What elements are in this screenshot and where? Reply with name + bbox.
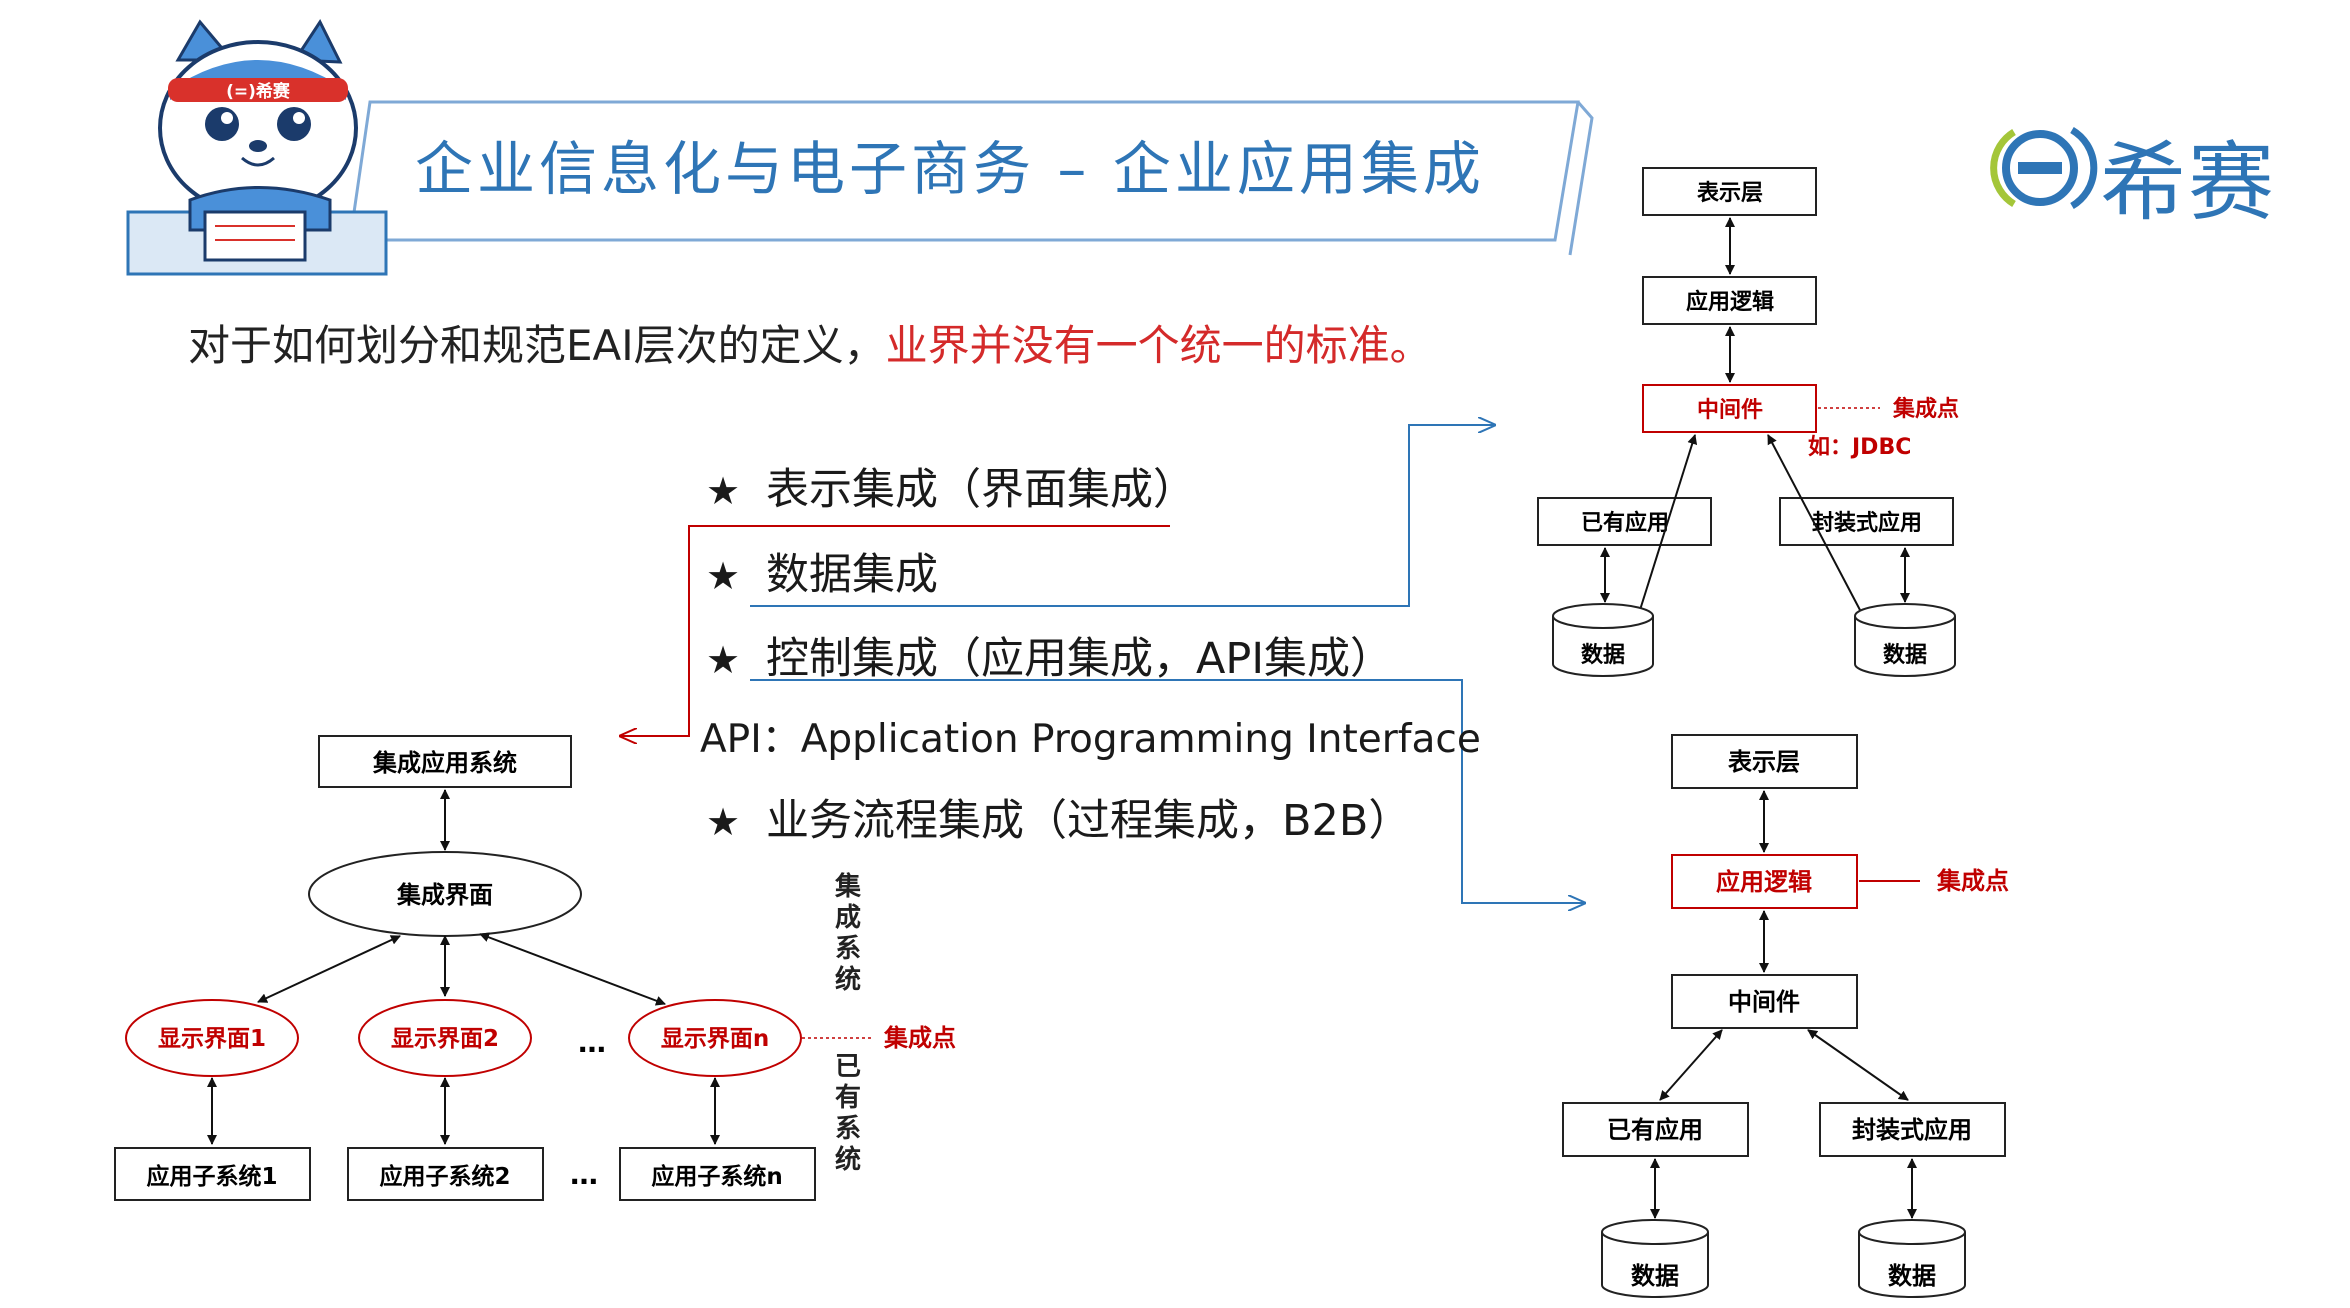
rt-db-left: 数据 bbox=[1552, 603, 1654, 677]
api-note: API：Application Programming Interface bbox=[700, 717, 1481, 762]
star-icon: ★ bbox=[706, 800, 741, 844]
right-top-diagram: 表示层 应用逻辑 中间件 集成点 如：JDBC 已有应用 封装式应用 数据 bbox=[1537, 167, 1959, 677]
rt-wrapped-app-box bbox=[1779, 497, 1954, 546]
rt-existing-app-box bbox=[1537, 497, 1712, 546]
display-label-n: 显示界面n bbox=[661, 1026, 769, 1052]
subsystem-box-2 bbox=[347, 1147, 544, 1201]
rb-existing-app-label: 已有应用 bbox=[1607, 1116, 1703, 1144]
rt-presentation-label: 表示层 bbox=[1697, 181, 1763, 206]
list-item-data: ★ 数据集成 bbox=[706, 540, 938, 602]
left-diagram: 集成应用系统 集成界面 显示界面1 显示界面2 显示界面n … 集成点 应用子系… bbox=[114, 735, 956, 1201]
page-title: 企业信息化与电子商务 – 企业应用集成 bbox=[415, 135, 1485, 203]
display-label-2: 显示界面2 bbox=[391, 1026, 499, 1052]
rb-middleware-box bbox=[1671, 974, 1858, 1029]
star-icon: ★ bbox=[706, 469, 741, 513]
display-ellipse-2 bbox=[358, 999, 532, 1077]
star-icon: ★ bbox=[706, 638, 741, 682]
rt-db-left-label: 数据 bbox=[1581, 642, 1625, 668]
rb-presentation-label: 表示层 bbox=[1728, 748, 1800, 776]
rb-db-left-label: 数据 bbox=[1631, 1262, 1679, 1290]
list-item-label: 数据集成 bbox=[766, 550, 938, 600]
brand-logo-icon bbox=[1990, 126, 2098, 210]
list-item-presentation: ★ 表示集成（界面集成） bbox=[706, 455, 1196, 517]
subsystem-box-n bbox=[619, 1147, 816, 1201]
rt-middleware-box bbox=[1642, 384, 1817, 433]
rb-wrapped-app-label: 封装式应用 bbox=[1852, 1116, 1972, 1144]
rt-presentation-box bbox=[1642, 167, 1817, 216]
integration-system-label: 集成系统 bbox=[834, 872, 861, 995]
integration-app-system-box bbox=[318, 735, 572, 788]
mascot-cat-icon: (=)希赛 bbox=[158, 19, 358, 262]
list-item-business-process: ★ 业务流程集成（过程集成，B2B） bbox=[706, 786, 1411, 848]
display-ellipse-1 bbox=[125, 999, 299, 1077]
rt-example-label: 如：JDBC bbox=[1808, 435, 1911, 460]
subsystem-ellipsis: … bbox=[570, 1158, 598, 1191]
list-connectors bbox=[620, 425, 1585, 903]
subsystem-label-2: 应用子系统2 bbox=[379, 1163, 510, 1190]
rb-wrapped-app-box bbox=[1819, 1102, 2006, 1157]
rb-middleware-label: 中间件 bbox=[1728, 988, 1800, 1016]
rt-db-right-label: 数据 bbox=[1883, 642, 1927, 668]
left-integration-point-label: 集成点 bbox=[883, 1024, 956, 1052]
rt-db-right: 数据 bbox=[1854, 603, 1956, 677]
rt-logic-box bbox=[1642, 276, 1817, 325]
rt-middleware-label: 中间件 bbox=[1697, 398, 1763, 423]
right-bottom-diagram: 表示层 应用逻辑 集成点 中间件 已有应用 封装式应用 数据 bbox=[1562, 734, 2009, 1298]
star-icon: ★ bbox=[706, 554, 741, 598]
intro-highlight: 业界并没有一个统一的标准。 bbox=[885, 321, 1432, 370]
display-ellipsis: … bbox=[578, 1026, 606, 1059]
rb-presentation-box bbox=[1671, 734, 1858, 789]
rt-integration-point-label: 集成点 bbox=[1892, 396, 1959, 422]
mascot-band-text: (=)希赛 bbox=[226, 81, 291, 102]
list-item-label: 控制集成（应用集成，API集成） bbox=[766, 634, 1394, 684]
brand-name: 希赛 bbox=[2100, 133, 2276, 233]
rb-logic-box bbox=[1671, 854, 1858, 909]
integration-interface-label: 集成界面 bbox=[396, 881, 493, 909]
list-item-control: ★ 控制集成（应用集成，API集成） bbox=[706, 624, 1393, 686]
intro-text: 对于如何划分和规范EAI层次的定义， bbox=[188, 321, 886, 370]
integration-app-system-label: 集成应用系统 bbox=[372, 749, 517, 777]
existing-system-label: 已有系统 bbox=[834, 1052, 861, 1175]
display-ellipse-n bbox=[628, 999, 802, 1077]
subsystem-label-1: 应用子系统1 bbox=[146, 1163, 277, 1190]
rb-integration-point-label: 集成点 bbox=[1936, 867, 2009, 895]
list-item-label: 业务流程集成（过程集成，B2B） bbox=[766, 796, 1412, 846]
rb-db-right: 数据 bbox=[1858, 1219, 1966, 1298]
subsystem-label-n: 应用子系统n bbox=[651, 1163, 782, 1190]
rb-db-right-label: 数据 bbox=[1888, 1262, 1936, 1290]
rb-db-left: 数据 bbox=[1601, 1219, 1709, 1298]
intro-sentence: 对于如何划分和规范EAI层次的定义，业界并没有一个统一的标准。 bbox=[188, 312, 1432, 373]
list-item-label: 表示集成（界面集成） bbox=[766, 465, 1196, 515]
rb-existing-app-box bbox=[1562, 1102, 1749, 1157]
rt-wrapped-app-label: 封装式应用 bbox=[1812, 510, 1922, 536]
rt-logic-label: 应用逻辑 bbox=[1686, 289, 1774, 315]
display-label-1: 显示界面1 bbox=[158, 1026, 266, 1052]
rb-logic-label: 应用逻辑 bbox=[1716, 868, 1812, 896]
rt-existing-app-label: 已有应用 bbox=[1581, 510, 1669, 536]
subsystem-box-1 bbox=[114, 1147, 311, 1201]
